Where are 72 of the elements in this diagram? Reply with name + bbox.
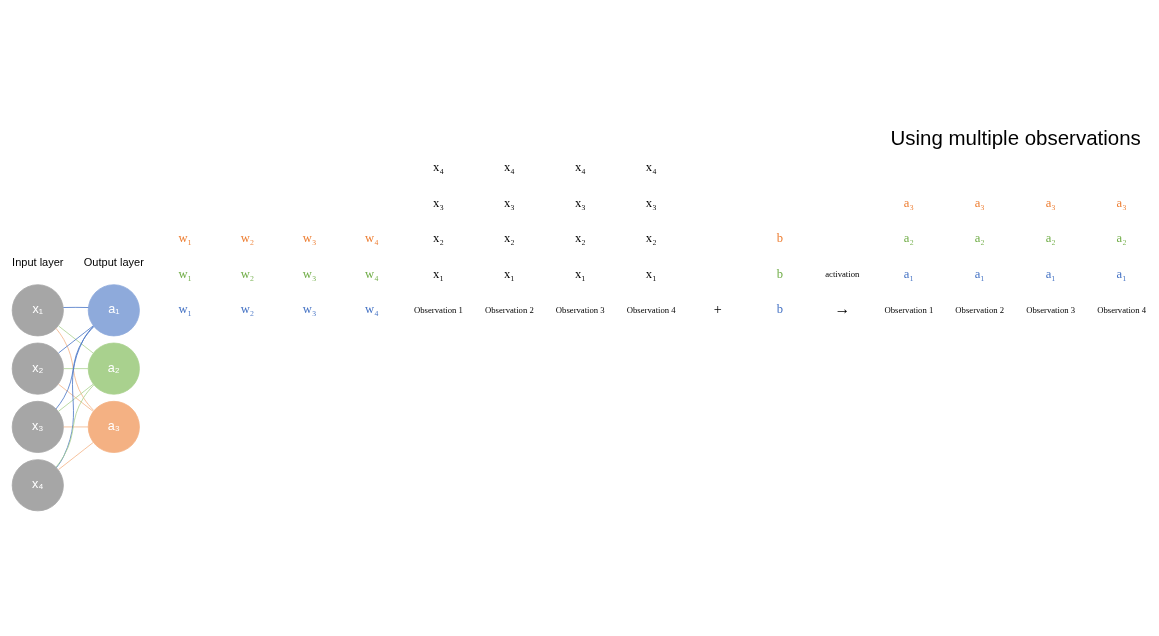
label: a₁: [1116, 266, 1127, 281]
label: Observation 3: [555, 304, 605, 315]
label: x₄: [504, 160, 515, 175]
label: x₄: [433, 160, 444, 175]
connector: [63, 426, 89, 428]
label: Observation 2: [484, 304, 534, 315]
node-circle: a₂: [87, 342, 140, 395]
node-circle: x₃: [11, 400, 64, 453]
label: w₄: [365, 231, 379, 246]
label: Observation 1: [884, 304, 934, 315]
label: x₃: [574, 195, 586, 210]
label: Observation 4: [1097, 304, 1147, 315]
label: x₁: [504, 266, 515, 281]
label: w₃: [302, 266, 317, 281]
label: w₁: [178, 266, 192, 281]
label: w₁: [178, 231, 192, 246]
label: Observation 2: [955, 304, 1005, 315]
label: x₄: [645, 160, 657, 175]
label: x₂: [433, 231, 444, 246]
node-circle: a₁: [87, 284, 140, 337]
label: x₄: [574, 160, 586, 175]
label: Observation 4: [626, 304, 676, 315]
label: a₁: [974, 266, 985, 281]
diagram-title: Using multiple observations: [890, 125, 1141, 149]
label: Output layer: [83, 255, 144, 268]
connector: [58, 325, 94, 354]
label: w₄: [365, 266, 379, 281]
label: Observation 1: [414, 304, 463, 315]
connector: [58, 383, 94, 412]
label: w₄: [365, 302, 379, 317]
label: w₃: [302, 231, 317, 246]
label: a₂: [1045, 231, 1056, 246]
label: x₂: [645, 231, 657, 246]
label: a₂: [974, 231, 985, 246]
label: x₃: [433, 195, 444, 210]
label: a₂: [1116, 231, 1127, 246]
label: a₁: [903, 266, 914, 281]
node-circle: a₃: [87, 400, 140, 453]
connector: [63, 306, 89, 308]
label: x₁: [574, 266, 586, 281]
label: Observation 3: [1026, 304, 1076, 315]
label: b: [776, 302, 784, 317]
label: a₁: [1045, 266, 1056, 281]
label: a₂: [903, 231, 914, 246]
label: activation: [825, 269, 860, 280]
label: Input layer: [12, 255, 64, 268]
label: x₃: [504, 195, 515, 210]
node-circle: x₁: [11, 284, 64, 337]
label: a₃: [1045, 195, 1056, 210]
label: x₂: [574, 231, 586, 246]
connector: [63, 368, 89, 370]
label: w₂: [240, 266, 255, 281]
label: →: [834, 300, 851, 318]
label: b: [776, 266, 784, 281]
label: w₁: [178, 302, 192, 317]
label: w₂: [240, 302, 255, 317]
label: a₃: [903, 195, 914, 210]
node-circle: x₂: [11, 342, 64, 395]
label: a₃: [1116, 195, 1127, 210]
label: x₂: [504, 231, 515, 246]
label: x₁: [433, 266, 444, 281]
label: a₃: [974, 195, 985, 210]
label: x₁: [645, 266, 657, 281]
node-circle: x₄: [11, 459, 64, 512]
label: x₃: [645, 195, 657, 210]
label: w₂: [240, 231, 255, 246]
connector: [58, 442, 94, 470]
label: +: [713, 300, 722, 317]
connector: [55, 384, 95, 468]
label: w₃: [302, 302, 317, 317]
connector: [56, 325, 94, 468]
label: b: [776, 231, 784, 246]
